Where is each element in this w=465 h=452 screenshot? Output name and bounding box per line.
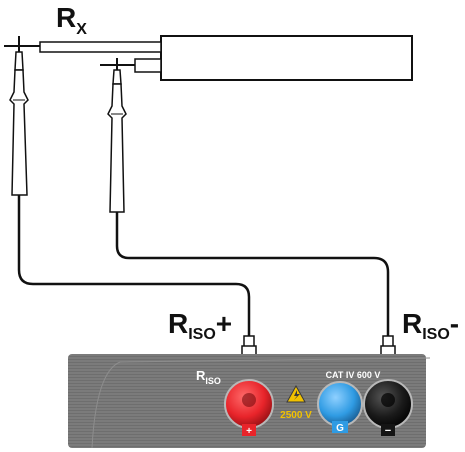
resistor-body [160,35,413,81]
terminal-minus-sign: − [385,425,391,437]
meter-panel: RISO CAT IV 600 V + 2500 V G − [68,354,431,449]
terminal-guard-label: G [336,423,344,434]
lead-wire-minus [115,212,390,336]
terminal-guard-tab [332,421,348,433]
resistor-lead-top [39,41,162,53]
test-probe-left[interactable] [9,36,29,196]
label-riso-minus: RISO- [402,308,459,343]
high-voltage-warning-icon [286,384,306,403]
label-rx: RX [56,2,87,38]
label-riso-plus: RISO+ [168,308,232,343]
resistor-rx [4,35,413,81]
cat-rating-label: CAT IV 600 V [326,370,381,380]
resistor-lead-bottom [134,58,162,73]
test-probe-right[interactable] [107,58,127,213]
terminal-guard[interactable] [317,381,363,427]
lead-wire-plus [17,195,251,336]
voltage-warning-label: 2500 V [280,410,312,421]
panel-riso-label: RISO [196,368,221,386]
terminal-plus-socket [242,393,256,407]
terminal-plus-tab [242,424,256,436]
terminal-minus-tab [381,424,395,436]
terminal-minus-socket [381,393,395,407]
terminal-plus-sign: + [246,426,252,437]
